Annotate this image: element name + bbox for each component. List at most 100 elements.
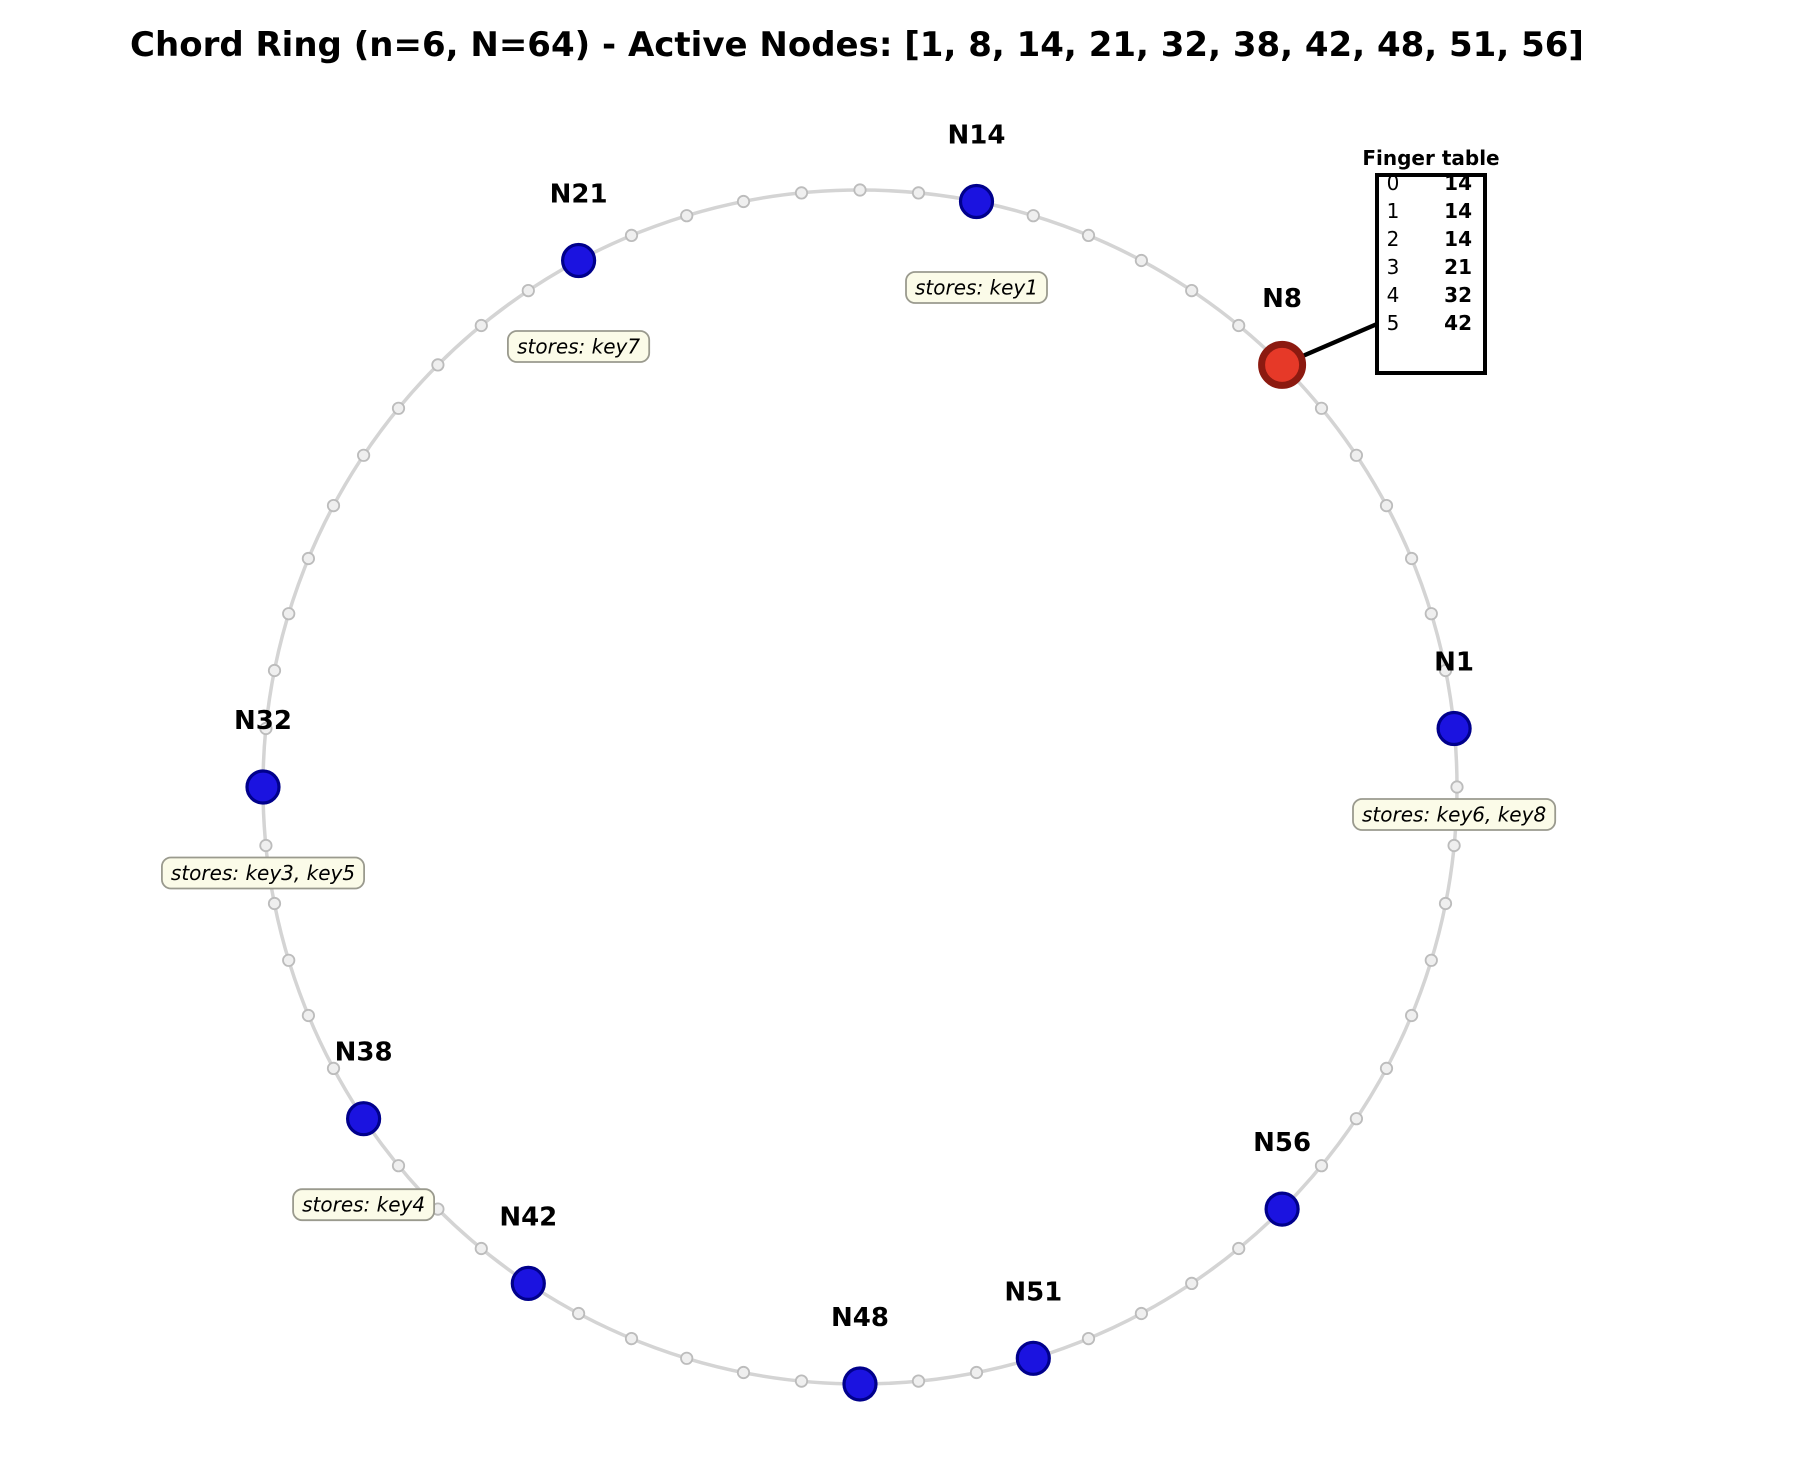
stores-labels-layer: stores: key6, key8 stores: key1 stores: ke…	[160, 271, 1557, 1222]
slot-dot	[969, 1365, 984, 1380]
slot-dot	[301, 1008, 315, 1023]
slot-dot	[794, 186, 809, 200]
slot-dot	[1438, 663, 1453, 678]
slot-dot	[474, 1241, 488, 1256]
slot-dot	[326, 1061, 341, 1076]
finger-table-border	[1375, 173, 1487, 375]
finger-table-title: Finger table	[1362, 146, 1499, 170]
slot-dot	[624, 228, 639, 242]
stores-label-box	[506, 330, 651, 363]
slot-dot	[1379, 1061, 1394, 1076]
slot-dot	[301, 551, 315, 566]
slot-dots-layer	[259, 183, 1464, 1388]
slot-dot	[521, 283, 535, 298]
finger-table-bg	[1377, 175, 1485, 373]
stores-label-n1: stores: key6, key8	[1352, 798, 1557, 831]
node-label-n56: N56	[1253, 1128, 1311, 1158]
node-label-n14: N14	[948, 121, 1006, 151]
slot-dot	[1447, 838, 1461, 853]
nodes-layer	[245, 183, 1472, 1402]
stores-label-box	[1352, 798, 1557, 831]
stores-label-n14: stores: key1	[905, 271, 1048, 304]
stores-label-n38: stores: key4	[292, 1188, 436, 1222]
stores-label-text: stores: key4	[302, 1193, 425, 1217]
node-label-n32: N32	[234, 706, 292, 736]
slot-dot	[911, 186, 926, 200]
slot-dot	[267, 663, 282, 678]
slot-dot	[1450, 780, 1464, 794]
finger-row-value: 32	[1444, 283, 1472, 307]
slot-dot	[259, 838, 273, 853]
slot-dot	[1349, 1112, 1364, 1126]
node-label-n51: N51	[1004, 1277, 1062, 1307]
slot-dot	[326, 498, 341, 513]
slot-dot	[624, 1332, 639, 1346]
node-n14	[958, 183, 995, 220]
stores-label-text: stores: key1	[915, 276, 1038, 300]
node-n51	[1015, 1340, 1051, 1376]
slot-dot	[1379, 498, 1394, 513]
figure-title: Chord Ring (n=6, N=64) - Active Nodes: […	[130, 25, 1584, 65]
slot-dot	[431, 358, 445, 372]
slot-dot	[853, 183, 867, 197]
finger-row-index: 3	[1387, 255, 1400, 279]
node-label-n42: N42	[499, 1202, 557, 1232]
node-n8	[1258, 340, 1307, 389]
slot-dot	[1438, 896, 1453, 911]
slot-dot	[391, 1159, 406, 1173]
node-n48	[842, 1366, 878, 1402]
finger-row-value: 14	[1444, 227, 1472, 251]
slot-dot	[794, 1374, 809, 1388]
slot-dot	[1314, 1159, 1329, 1173]
slot-dot	[474, 318, 488, 333]
slot-dot	[1026, 209, 1040, 223]
stores-label-text: stores: key6, key8	[1362, 803, 1546, 827]
slot-dot	[1405, 551, 1419, 566]
node-n1	[1436, 710, 1472, 747]
slot-dot	[259, 721, 273, 736]
slot-dot	[282, 953, 296, 967]
finger-row-index: 2	[1387, 227, 1400, 251]
node-n32	[245, 769, 281, 805]
finger-row-index: 5	[1387, 311, 1400, 335]
slot-dot	[282, 607, 296, 621]
slot-dot	[680, 1351, 694, 1365]
slot-dot	[1424, 607, 1438, 621]
slot-dot	[911, 1374, 926, 1388]
slot-dot	[736, 1365, 751, 1380]
finger-row-index: 4	[1387, 283, 1400, 307]
slot-dot	[1134, 1306, 1149, 1321]
finger-row-value: 42	[1444, 311, 1472, 335]
slot-dot	[1081, 1332, 1096, 1346]
stores-label-n32: stores: key3, key5	[160, 856, 365, 890]
stores-label-box	[292, 1188, 436, 1222]
slot-dot	[1134, 253, 1149, 268]
stores-label-n21: stores: key7	[506, 330, 651, 363]
slot-dot	[391, 401, 406, 415]
stores-label-box	[905, 271, 1048, 304]
stores-label-text: stores: key7	[517, 335, 640, 359]
slot-dot	[356, 448, 371, 462]
node-n56	[1264, 1191, 1300, 1227]
finger-row-value: 14	[1444, 199, 1472, 223]
slot-dot	[1232, 318, 1246, 333]
slot-dot	[1081, 228, 1096, 242]
slot-dot	[1424, 953, 1438, 967]
stores-label-box	[160, 856, 365, 890]
finger-row-value: 21	[1444, 255, 1472, 279]
node-n42	[510, 1265, 546, 1302]
finger-row-index: 1	[1387, 199, 1400, 223]
slot-dot	[1314, 401, 1329, 415]
slot-dot	[571, 1306, 586, 1321]
slot-dot	[1232, 1241, 1246, 1256]
slot-dot	[1405, 1008, 1419, 1023]
node-label-n21: N21	[550, 180, 608, 210]
slot-dot	[680, 209, 694, 223]
slot-dot	[1185, 283, 1199, 298]
node-n38	[346, 1101, 382, 1137]
slot-dot	[1185, 1276, 1199, 1291]
slot-dot	[1349, 448, 1364, 462]
